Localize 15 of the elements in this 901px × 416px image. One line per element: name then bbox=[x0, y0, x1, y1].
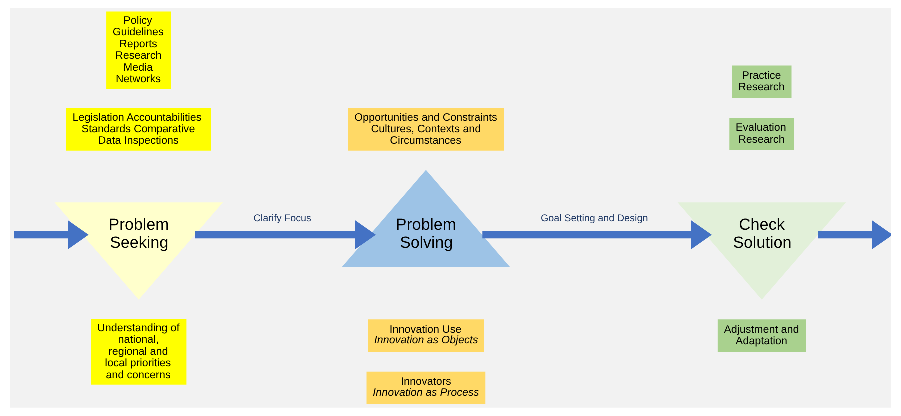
node-box: Innovation Use Innovation as Objects bbox=[368, 320, 484, 352]
node-box: Adjustment and Adaptation bbox=[718, 320, 806, 352]
node-box: Legislation Accountabilities Standards Comparative Data Inspections bbox=[66, 108, 212, 151]
node-box: Evaluation Research bbox=[730, 118, 794, 150]
arrow bbox=[14, 220, 89, 250]
node-box: Practice Research bbox=[732, 66, 792, 98]
node-box: Innovators Innovation as Process bbox=[366, 372, 486, 404]
node-box: Opportunities and Constraints Cultures, Contexts and Circumstances bbox=[348, 108, 504, 151]
arrow bbox=[195, 220, 376, 250]
edge-label: Clarify Focus bbox=[254, 213, 312, 224]
arrow bbox=[818, 220, 891, 250]
node-box: Policy Guidelines Reports Research Media Networks bbox=[106, 12, 172, 90]
arrow bbox=[482, 220, 712, 250]
node-box: Understanding of national, regional and local priorities and concerns bbox=[91, 319, 187, 385]
edge-label: Goal Setting and Design bbox=[540, 213, 648, 224]
